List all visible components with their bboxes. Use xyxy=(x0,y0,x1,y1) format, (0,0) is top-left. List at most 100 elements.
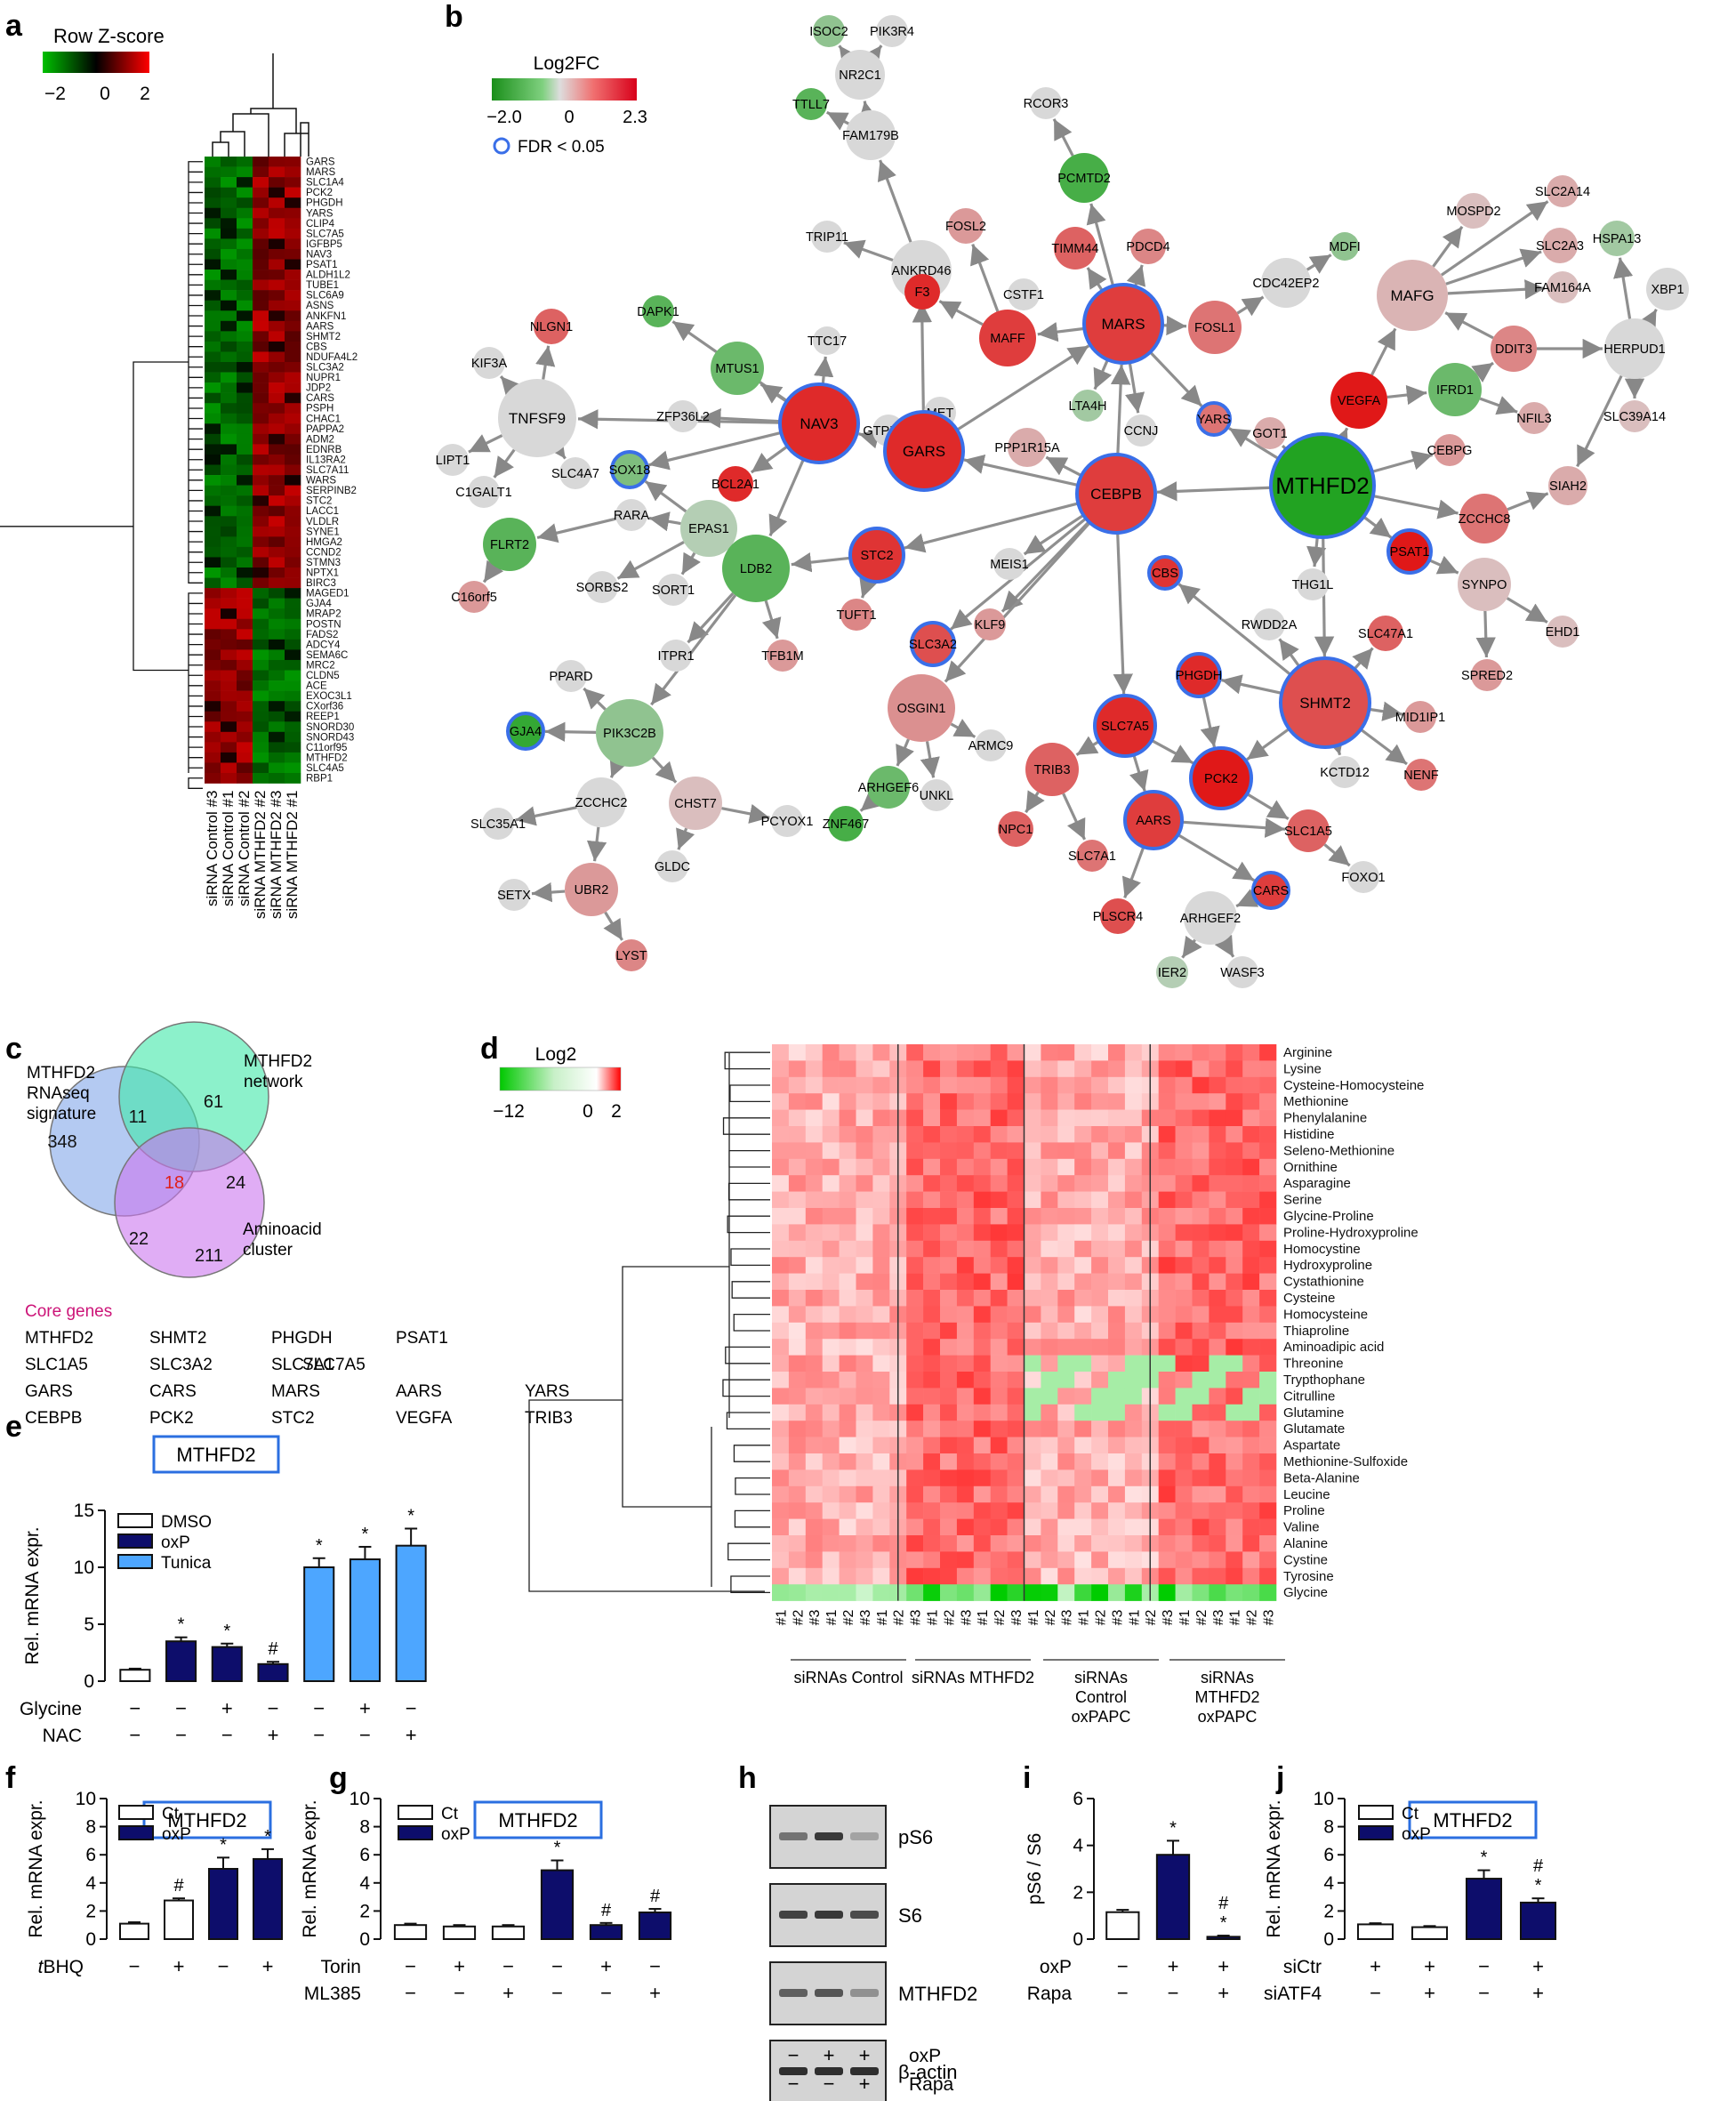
heatmap-cell xyxy=(1057,1076,1075,1094)
row-label: Ornithine xyxy=(1283,1160,1338,1175)
heatmap-cell xyxy=(285,197,301,209)
network-edge xyxy=(1200,696,1220,748)
network-node xyxy=(1176,652,1222,698)
heatmap-cell xyxy=(772,1535,790,1552)
heatmap-cell xyxy=(1209,1076,1226,1094)
condition-label: Rapa xyxy=(1027,1984,1073,2004)
heatmap-cell xyxy=(772,1060,790,1078)
heatmap-cell xyxy=(788,1355,807,1372)
heatmap-cell xyxy=(788,1551,807,1569)
venn-set-label-line: signature xyxy=(27,1105,96,1123)
heatmap-cell xyxy=(923,1208,941,1225)
row-label: Trypthophane xyxy=(1283,1372,1365,1388)
heatmap-cell xyxy=(1074,1290,1092,1307)
heatmap-cell xyxy=(1192,1502,1210,1519)
row-label: FADS2 xyxy=(306,630,338,640)
heatmap-cell xyxy=(221,742,237,753)
network-edge xyxy=(1471,361,1494,383)
heatmap-cell xyxy=(990,1404,1008,1421)
heatmap-cell xyxy=(839,1273,856,1291)
heatmap-cell xyxy=(1074,1567,1092,1585)
heatmap-cell xyxy=(1259,1339,1277,1356)
network-node-label: PDCD4 xyxy=(1126,240,1169,254)
heatmap-cell xyxy=(221,773,237,784)
heatmap-cell xyxy=(940,1485,958,1503)
heatmap-cell xyxy=(872,1322,890,1340)
heatmap-cell xyxy=(1007,1535,1025,1552)
condition-value: + xyxy=(1532,1955,1544,1977)
legend-label: oxP xyxy=(441,1825,470,1844)
heatmap-cell xyxy=(1242,1093,1260,1110)
heatmap-cell xyxy=(221,331,237,342)
bar xyxy=(1155,1854,1191,1940)
heatmap-cell xyxy=(237,157,253,167)
heatmap-cell xyxy=(1108,1502,1126,1519)
network-edge xyxy=(1444,311,1494,340)
heatmap-cell xyxy=(221,711,237,722)
heatmap-cell xyxy=(1209,1485,1226,1503)
heatmap-cell xyxy=(1024,1208,1041,1225)
core-gene: SLC7A1 xyxy=(271,1356,334,1374)
heatmap-cell xyxy=(1226,1076,1243,1094)
network-node xyxy=(1196,401,1232,437)
row-label: Phenylalanine xyxy=(1283,1111,1367,1126)
heatmap-cell xyxy=(805,1322,823,1340)
heatmap-cell xyxy=(1074,1421,1092,1437)
heatmap-cell xyxy=(237,485,253,496)
heatmap-cell xyxy=(1192,1388,1210,1405)
heatmap-cell xyxy=(1091,1404,1109,1421)
column-label: #2 xyxy=(1245,1609,1260,1625)
network-edge xyxy=(1001,520,1090,613)
heatmap-cell xyxy=(1124,1191,1143,1209)
row-label: IGFBP5 xyxy=(306,239,342,250)
heatmap-cell xyxy=(1024,1551,1041,1569)
heatmap-cell xyxy=(269,290,285,301)
heatmap-cell xyxy=(772,1339,790,1356)
heatmap-cell xyxy=(1041,1093,1058,1110)
heatmap-cell xyxy=(956,1191,975,1209)
network-node-label: XBP1 xyxy=(1651,283,1684,297)
heatmap-cell xyxy=(1007,1322,1025,1340)
network-node-label: TRIB3 xyxy=(1033,763,1070,777)
heatmap-cell xyxy=(1259,1224,1277,1242)
heatmap-cell xyxy=(1226,1273,1243,1291)
network-node xyxy=(468,476,500,508)
y-tick-label: 2 xyxy=(1073,1882,1083,1903)
heatmap-cell xyxy=(856,1126,873,1143)
heatmap-cell xyxy=(285,485,301,496)
heatmap-cell xyxy=(1007,1469,1025,1487)
heatmap-cell xyxy=(906,1060,924,1078)
network-edge xyxy=(877,159,912,243)
row-label: STC2 xyxy=(306,496,332,507)
heatmap-cell xyxy=(1108,1355,1126,1372)
y-axis-label: Rel. mRNA expr. xyxy=(22,1526,43,1664)
network-edge xyxy=(859,790,883,812)
network-edge xyxy=(912,302,933,413)
heatmap-cell xyxy=(839,1175,856,1192)
network-node-label: SORBS2 xyxy=(576,581,629,595)
heatmap-cell xyxy=(990,1093,1008,1110)
heatmap-cell xyxy=(872,1158,890,1176)
title-box xyxy=(1408,1800,1538,1839)
heatmap-cell xyxy=(1007,1208,1025,1225)
fdr-legend-circle xyxy=(493,137,510,155)
heatmap-cell xyxy=(285,392,301,404)
heatmap-cell xyxy=(805,1453,823,1470)
network-edge xyxy=(1445,248,1542,286)
heatmap-cell xyxy=(1007,1109,1025,1127)
heatmap-cell xyxy=(973,1142,991,1160)
y-tick-label: 6 xyxy=(1323,1845,1334,1865)
heatmap-cell xyxy=(856,1240,873,1258)
heatmap-cell xyxy=(1158,1372,1176,1389)
column-label: #1 xyxy=(1177,1609,1193,1625)
heatmap-cell xyxy=(839,1469,856,1487)
heatmap-cell xyxy=(956,1273,975,1291)
heatmap-cell xyxy=(940,1453,958,1470)
y-tick-label: 8 xyxy=(1323,1817,1334,1838)
heatmap-cell xyxy=(1175,1290,1193,1307)
network-node-label: THG1L xyxy=(1292,578,1334,592)
heatmap-cell xyxy=(1007,1191,1025,1209)
heatmap-cell xyxy=(237,351,253,363)
heatmap-cell xyxy=(205,516,221,527)
